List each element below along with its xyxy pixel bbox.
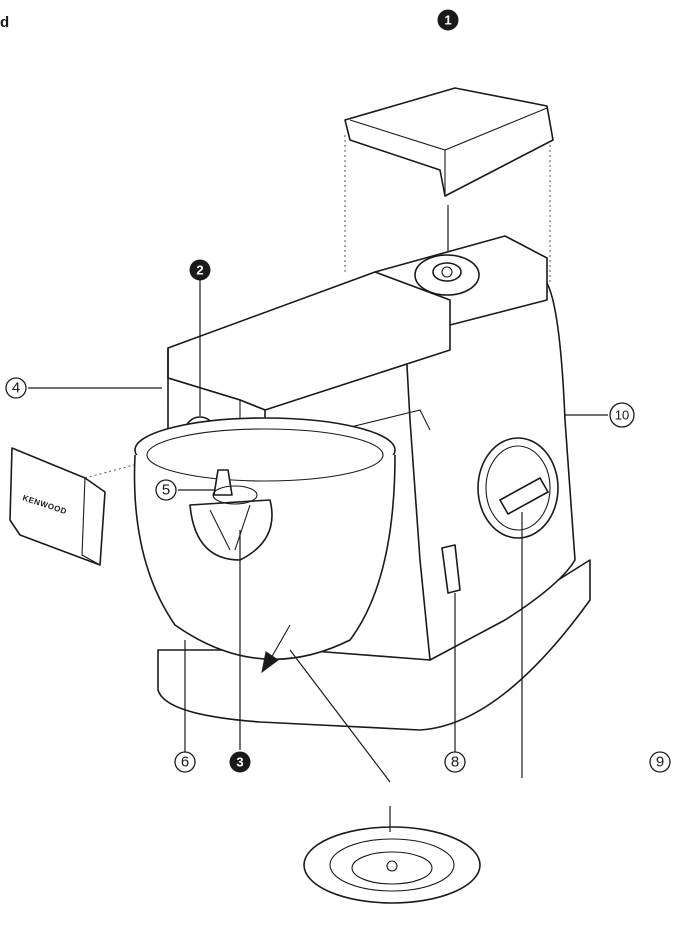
outlet-cover-icon bbox=[344, 87, 554, 197]
callout-3: 3 bbox=[229, 751, 251, 773]
splash-guard-icon: KENWOOD bbox=[9, 447, 106, 566]
svg-text:8: 8 bbox=[451, 754, 459, 771]
callout-5: 5 bbox=[155, 479, 177, 501]
callout-9: 9 bbox=[649, 751, 671, 773]
svg-text:9: 9 bbox=[656, 754, 664, 771]
svg-text:4: 4 bbox=[12, 380, 20, 397]
page-label: d bbox=[0, 14, 10, 31]
callout-1: 1 bbox=[437, 9, 459, 31]
callout-6: 6 bbox=[174, 751, 196, 773]
svg-text:1: 1 bbox=[444, 13, 451, 28]
callout-8: 8 bbox=[444, 751, 466, 773]
svg-text:6: 6 bbox=[181, 754, 189, 771]
bowl-base-icon bbox=[303, 826, 481, 904]
stand-mixer-icon bbox=[133, 235, 591, 731]
svg-text:3: 3 bbox=[236, 755, 243, 770]
svg-text:2: 2 bbox=[196, 263, 203, 278]
callout-4: 4 bbox=[5, 377, 27, 399]
svg-text:10: 10 bbox=[615, 408, 629, 423]
callout-10: 10 bbox=[609, 402, 635, 428]
svg-text:5: 5 bbox=[162, 482, 170, 499]
callout-2: 2 bbox=[189, 259, 211, 281]
